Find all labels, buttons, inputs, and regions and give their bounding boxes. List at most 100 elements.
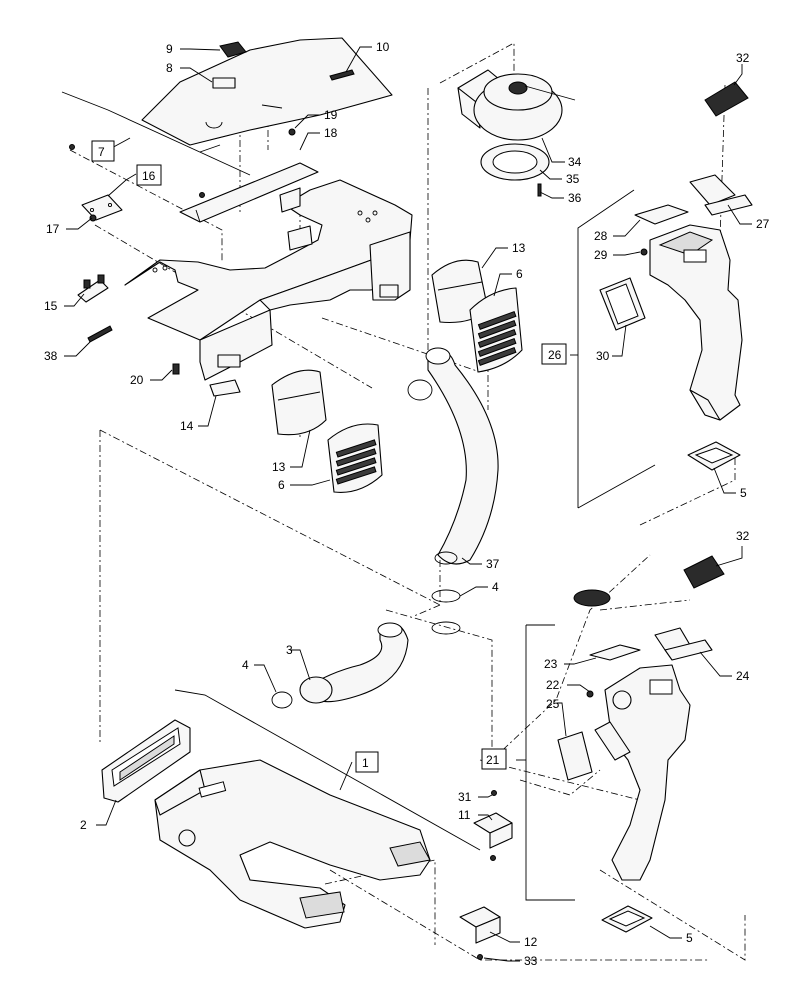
gasket-35 (480, 143, 550, 181)
duct-21 (604, 664, 691, 881)
screw-31 (491, 790, 497, 796)
dash-frame (124, 179, 413, 397)
label-4-lower: 4 (242, 658, 249, 672)
label-1: 1 (362, 756, 369, 770)
label-7: 7 (98, 145, 105, 159)
clip-10 (329, 69, 355, 81)
clamp-4-upper (431, 589, 461, 635)
callout-box-21 (481, 748, 507, 770)
vent-30 (599, 277, 646, 331)
screw-20 (172, 363, 180, 375)
callout-labels: 9 8 10 19 18 7 16 17 15 38 20 14 13 6 13… (44, 40, 770, 968)
group-bracket-26 (570, 189, 656, 509)
screw-33 (477, 954, 483, 960)
label-32-lower: 32 (736, 529, 750, 543)
label-2: 2 (80, 818, 87, 832)
grille-6-upper (469, 287, 523, 373)
hose-37 (425, 347, 499, 565)
label-26: 26 (548, 348, 562, 362)
plate-23 (589, 644, 641, 661)
label-25: 25 (546, 697, 560, 711)
label-11: 11 (458, 808, 471, 822)
grille-32-lower (683, 555, 725, 589)
label-18: 18 (324, 126, 338, 140)
screw-b (199, 192, 205, 198)
group-bracket-1 (174, 689, 481, 851)
callout-box-1 (355, 751, 379, 773)
bracket-15 (77, 274, 109, 303)
clamp-upper (407, 379, 433, 401)
plate-16 (81, 194, 123, 221)
vent-2 (101, 719, 191, 803)
label-20: 20 (130, 373, 144, 387)
bracket-11 (473, 812, 513, 849)
label-29: 29 (594, 248, 608, 262)
bracket-27 (689, 174, 753, 216)
label-4-upper: 4 (492, 580, 499, 594)
plate-28 (634, 204, 689, 225)
clamp-4-lower (271, 691, 293, 709)
label-33: 33 (524, 954, 538, 968)
label-27: 27 (756, 217, 770, 231)
label-37: 37 (486, 557, 500, 571)
label-14: 14 (180, 419, 194, 433)
callout-box-7 (91, 140, 115, 162)
label-35: 35 (566, 172, 580, 186)
label-13-lower: 13 (272, 460, 286, 474)
floor-duct-1 (154, 759, 431, 929)
pin-38 (87, 325, 113, 343)
label-12: 12 (524, 935, 538, 949)
seal-5-upper (687, 441, 741, 471)
cover-13-lower (271, 369, 327, 436)
label-34: 34 (568, 155, 582, 169)
label-3: 3 (286, 643, 293, 657)
blower-34 (457, 69, 576, 141)
label-23: 23 (544, 657, 558, 671)
label-5-lower: 5 (686, 931, 693, 945)
label-28: 28 (594, 229, 608, 243)
screw-19 (288, 128, 296, 136)
callout-box-26 (541, 343, 567, 365)
label-31: 31 (458, 790, 472, 804)
label-22: 22 (546, 678, 560, 692)
screw-29 (640, 248, 648, 256)
bracket-24 (654, 627, 713, 661)
label-10: 10 (376, 40, 390, 54)
label-6-upper: 6 (516, 267, 523, 281)
vent-25 (557, 731, 593, 781)
label-5-upper: 5 (740, 486, 747, 500)
screw-17 (89, 214, 97, 222)
label-19: 19 (324, 108, 338, 122)
bracket-12 (459, 906, 501, 944)
label-36: 36 (568, 191, 582, 205)
label-9: 9 (166, 42, 173, 56)
label-30: 30 (596, 349, 610, 363)
screw-22 (586, 690, 594, 698)
label-13-upper: 13 (512, 241, 526, 255)
control-lever (594, 721, 631, 761)
label-32-upper: 32 (736, 51, 750, 65)
group-bracket-21 (516, 624, 575, 901)
grille-6-lower (327, 423, 383, 493)
grille-32-upper (704, 81, 749, 117)
screw-11b (490, 855, 496, 861)
label-38: 38 (44, 349, 58, 363)
label-21: 21 (486, 753, 500, 767)
label-24: 24 (736, 669, 750, 683)
label-17: 17 (46, 222, 60, 236)
screw-7 (69, 144, 75, 150)
label-16: 16 (142, 169, 156, 183)
clip-9 (219, 41, 247, 58)
duct-26 (649, 224, 743, 421)
label-8: 8 (166, 61, 173, 75)
label-15: 15 (44, 299, 58, 313)
cover-plate (141, 37, 393, 153)
label-6-lower: 6 (278, 478, 285, 492)
leader-lines (64, 46, 752, 962)
seal-5-lower (601, 905, 653, 933)
screw-36 (537, 183, 542, 197)
callout-box-16 (136, 164, 162, 186)
hose-3 (299, 622, 409, 704)
bracket-18 (179, 162, 319, 223)
